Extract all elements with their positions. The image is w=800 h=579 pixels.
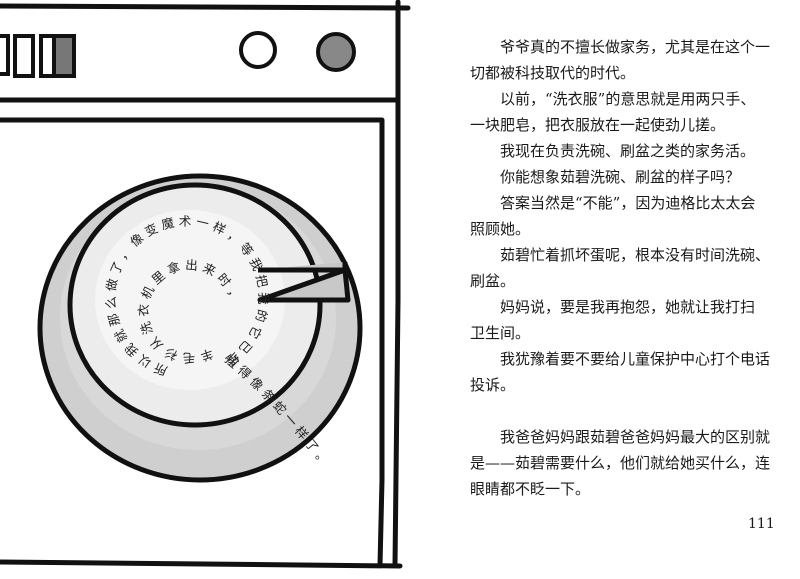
text-line: 我犹豫着要不要给儿童保护中心打个电话 xyxy=(500,350,771,368)
dial-knob-left xyxy=(239,31,277,69)
paragraph: 茹碧忙着抓坏蛋呢，根本没有时间洗碗、刷盆。 xyxy=(470,242,770,294)
paragraph-gap xyxy=(470,398,770,424)
washing-machine-illustration: 所以我就那么做了，像变魔术一样，等我把我的它已经扭得像条蛇一样了。 羊毛衫从洗衣… xyxy=(0,0,411,569)
paragraph: 我现在负责洗碗、刷盆之类的家务活。 xyxy=(470,138,770,164)
paragraph: 爷爷真的不擅长做家务，尤其是在这个一切都被科技取代的时代。 xyxy=(470,34,770,86)
text-line: 卫生间。 xyxy=(470,324,531,342)
washer-door xyxy=(37,173,363,483)
button-2 xyxy=(13,34,35,78)
text-line: 我爸爸妈妈跟茹碧爸爸妈妈最大的区别就 xyxy=(500,428,771,446)
body-text: 爷爷真的不擅长做家务，尤其是在这个一切都被科技取代的时代。以前，“洗衣服”的意思… xyxy=(470,34,770,502)
paragraph: 你能想象茹碧洗碗、刷盆的样子吗？ xyxy=(470,164,770,190)
text-line: 一块肥皂，把衣服放在一起使劲儿搓。 xyxy=(470,116,726,134)
button-4 xyxy=(52,34,76,78)
machine-top-edge xyxy=(0,3,411,11)
text-line: 爷爷真的不擅长做家务，尤其是在这个一 xyxy=(500,38,771,56)
text-line: 刷盆。 xyxy=(470,272,516,290)
text-line: 你能想象茹碧洗碗、刷盆的样子吗？ xyxy=(500,168,741,186)
machine-right-edge xyxy=(392,0,401,568)
text-line: 答案当然是“不能”，因为迪格比太太会 xyxy=(500,194,756,212)
paragraph: 以前，“洗衣服”的意思就是用两只手、一块肥皂，把衣服放在一起使劲儿搓。 xyxy=(470,86,770,138)
paragraph: 妈妈说，要是我再抱怨，她就让我打扫卫生间。 xyxy=(470,294,770,346)
text-line: 妈妈说，要是我再抱怨，她就让我打扫 xyxy=(500,298,756,316)
text-line: 切都被科技取代的时代。 xyxy=(470,64,636,82)
text-line: 眼睛都不眨一下。 xyxy=(470,480,591,498)
control-buttons xyxy=(0,34,76,78)
door-handle xyxy=(257,262,351,303)
text-line: 我现在负责洗碗、刷盆之类的家务活。 xyxy=(500,142,756,160)
paragraph: 我爸爸妈妈跟茹碧爸爸妈妈最大的区别就是——茹碧需要什么，他们就给她买什么，连眼睛… xyxy=(470,424,770,502)
machine-bottom-edge xyxy=(0,559,403,569)
text-line: 投诉。 xyxy=(470,376,516,394)
text-line: 是——茹碧需要什么，他们就给她买什么，连 xyxy=(470,454,771,472)
paragraph: 答案当然是“不能”，因为迪格比太太会照顾她。 xyxy=(470,190,770,242)
dial-knob-right xyxy=(316,32,356,72)
page-number: 111 xyxy=(748,516,775,532)
text-line: 照顾她。 xyxy=(470,220,531,238)
machine-body-inner-edge xyxy=(0,117,385,568)
text-line: 茹碧忙着抓坏蛋呢，根本没有时间洗碗、 xyxy=(500,246,771,264)
text-line: 以前，“洗衣服”的意思就是用两只手、 xyxy=(500,90,756,108)
paragraph: 我犹豫着要不要给儿童保护中心打个电话投诉。 xyxy=(470,346,770,398)
button-1 xyxy=(0,34,10,76)
